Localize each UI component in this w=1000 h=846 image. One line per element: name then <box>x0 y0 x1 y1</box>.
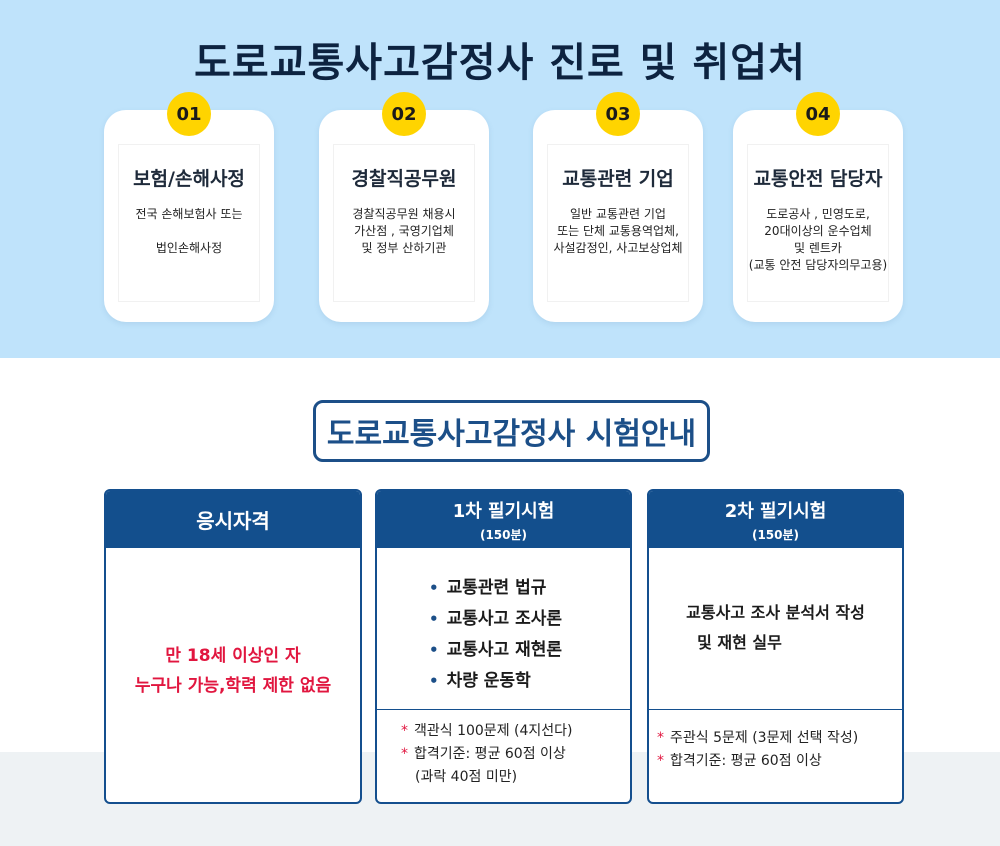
note-text: (과락 40점 미만) <box>415 769 518 785</box>
note-text: 합격기준: 평균 60점 이상 <box>670 753 822 769</box>
second-exam-box: 2차 필기시험 (150분) 교통사고 조사 분석서 작성 및 재현 실무 * 주… <box>647 489 904 804</box>
note-text: 객관식 100문제 (4지선다) <box>414 723 573 739</box>
first-exam-header: 1차 필기시험 (150분) <box>377 491 630 548</box>
card-title: 교통관련 기업 <box>562 168 674 190</box>
card-title: 교통안전 담당자 <box>753 168 883 190</box>
card-title: 경찰직공무원 <box>351 168 457 190</box>
card-description-line: (교통 안전 담당자의무고용) <box>748 258 888 272</box>
note-row: * 합격기준: 평균 60점 이상 <box>401 743 573 766</box>
card-panel <box>747 144 889 302</box>
first-exam-box: 1차 필기시험 (150분) • 교통관련 법규 • 교통사고 조사론 • 교통사고 … <box>375 489 632 804</box>
career-card-traffic-company: 03 교통관련 기업 일반 교통관련 기업 또는 단체 교통용역업체, 사설감정… <box>533 92 703 322</box>
note-text: 주관식 5문제 (3문제 선택 작성) <box>670 730 859 746</box>
card-description-line: 전국 손해보험사 또는 <box>135 207 243 221</box>
qualification-line: 만 18세 이상인 자 <box>165 646 301 666</box>
career-card-safety-officer: 04 교통안전 담당자 도로공사 , 민영도로, 20대이상의 운수업체 및 렌… <box>731 92 905 322</box>
second-exam-header: 2차 필기시험 (150분) <box>649 491 902 548</box>
note-row: (과락 40점 미만) <box>401 766 573 789</box>
subject-label: 교통관련 법규 <box>446 578 547 598</box>
card-description: 경찰직공무원 채용시 가산점 , 국영기업체 및 정부 산하기관 <box>325 206 483 257</box>
subject-item: • 교통사고 조사론 <box>429 604 562 635</box>
card-description-line: 사설감정인, 사고보상업체 <box>553 241 683 255</box>
career-card-police: 02 경찰직공무원 경찰직공무원 채용시 가산점 , 국영기업체 및 정부 산하… <box>319 92 489 322</box>
card-panel <box>118 144 260 302</box>
card-description-line: 또는 단체 교통용역업체, <box>557 224 679 238</box>
asterisk-icon: * <box>657 753 664 769</box>
practice-line: 및 재현 실무 <box>697 633 782 652</box>
exam-guide-title: 도로교통사고감정사 시험안내 <box>313 400 710 462</box>
card-number-badge: 04 <box>796 92 840 136</box>
asterisk-icon: * <box>401 746 408 762</box>
career-title: 도로교통사고감정사 진로 및 취업처 <box>194 40 806 86</box>
card-description-line: 도로공사 , 민영도로, <box>766 207 870 221</box>
second-exam-heading: 2차 필기시험 <box>724 500 827 522</box>
divider <box>649 709 902 710</box>
subject-label: 차량 운동학 <box>446 671 531 691</box>
practice-line: 교통사고 조사 분석서 작성 <box>686 603 865 622</box>
bullet-icon: • <box>429 641 439 659</box>
exam-guide-title-text: 도로교통사고감정사 시험안내 <box>326 417 697 452</box>
card-number-badge: 02 <box>382 92 426 136</box>
note-row: * 주관식 5문제 (3문제 선택 작성) <box>657 727 858 750</box>
qualification-header: 응시자격 <box>106 491 360 548</box>
second-exam-duration: (150분) <box>751 527 800 542</box>
bullet-icon: • <box>429 672 439 690</box>
career-card-insurance: 01 보험/손해사정 전국 손해보험사 또는 법인손해사정 <box>104 92 274 322</box>
subject-item: • 교통사고 재현론 <box>429 635 562 666</box>
first-exam-heading: 1차 필기시험 <box>452 500 555 522</box>
note-row: * 객관식 100문제 (4지선다) <box>401 720 573 743</box>
note-row: * 합격기준: 평균 60점 이상 <box>657 750 858 773</box>
divider <box>377 709 630 710</box>
qualification-heading: 응시자격 <box>196 509 270 533</box>
card-panel <box>333 144 475 302</box>
qualification-box: 응시자격 만 18세 이상인 자 누구나 가능,학력 제한 없음 <box>104 489 362 804</box>
card-description-line: 20대이상의 운수업체 <box>764 224 872 238</box>
card-description-line: 일반 교통관련 기업 <box>570 207 666 221</box>
card-description-line: 및 렌트카 <box>794 241 842 255</box>
card-description: 전국 손해보험사 또는 법인손해사정 <box>110 206 268 257</box>
note-text: 합격기준: 평균 60점 이상 <box>414 746 566 762</box>
card-description-line: 가산점 , 국영기업체 <box>354 224 454 238</box>
subject-item: • 차량 운동학 <box>429 666 562 697</box>
card-description-line: 법인손해사정 <box>155 241 223 255</box>
card-number-badge: 03 <box>596 92 640 136</box>
card-description-line: 경찰직공무원 채용시 <box>352 207 456 221</box>
subject-label: 교통사고 재현론 <box>446 640 562 660</box>
bullet-icon: • <box>429 610 439 628</box>
second-exam-notes: * 주관식 5문제 (3문제 선택 작성) * 합격기준: 평균 60점 이상 <box>657 727 858 773</box>
card-description: 도로공사 , 민영도로, 20대이상의 운수업체 및 렌트카 (교통 안전 담당… <box>731 206 905 274</box>
first-exam-notes: * 객관식 100문제 (4지선다) * 합격기준: 평균 60점 이상 (과락 4… <box>401 720 573 789</box>
qualification-line: 누구나 가능,학력 제한 없음 <box>134 676 332 696</box>
card-description: 일반 교통관련 기업 또는 단체 교통용역업체, 사설감정인, 사고보상업체 <box>539 206 697 257</box>
subject-label: 교통사고 조사론 <box>446 609 562 629</box>
asterisk-icon: * <box>401 723 408 739</box>
card-description-line <box>110 223 268 240</box>
card-description-line: 및 정부 산하기관 <box>361 241 447 255</box>
second-exam-content: 교통사고 조사 분석서 작성 및 재현 실무 <box>649 598 902 658</box>
asterisk-icon: * <box>657 730 664 746</box>
first-exam-duration: (150분) <box>479 527 528 542</box>
card-title: 보험/손해사정 <box>133 168 245 190</box>
first-exam-subject-list: • 교통관련 법규 • 교통사고 조사론 • 교통사고 재현론 • 차량 운동학 <box>429 573 562 697</box>
bullet-icon: • <box>429 579 439 597</box>
card-number-badge: 01 <box>167 92 211 136</box>
card-panel <box>547 144 689 302</box>
subject-item: • 교통관련 법규 <box>429 573 562 604</box>
qualification-text: 만 18세 이상인 자 누구나 가능,학력 제한 없음 <box>106 641 360 701</box>
